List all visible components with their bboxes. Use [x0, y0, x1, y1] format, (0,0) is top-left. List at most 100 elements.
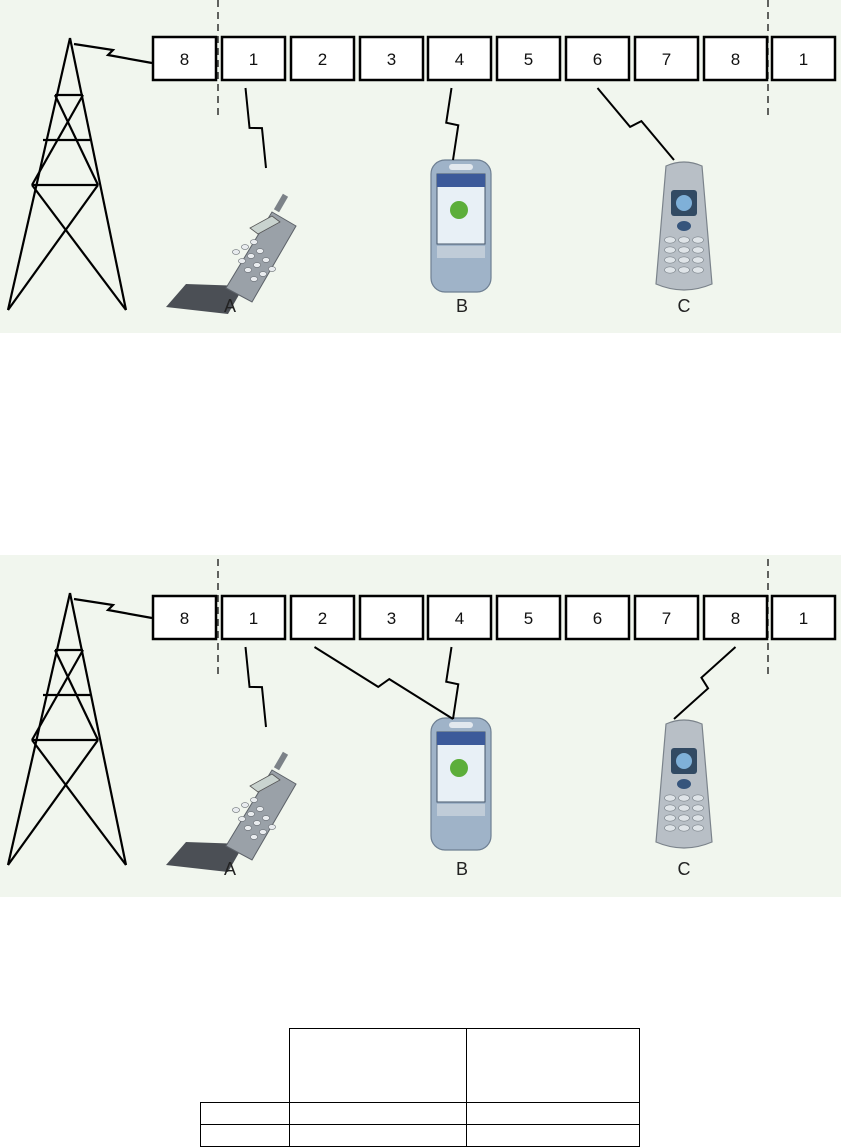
table-cell [466, 1102, 640, 1125]
time-slot: 5 [495, 35, 562, 82]
radio-link-line [445, 646, 460, 720]
time-slot-box [633, 594, 700, 641]
flip-key [250, 276, 258, 282]
time-slot-number: 4 [455, 609, 464, 628]
tower-strut [7, 184, 99, 311]
radio-link-line [313, 646, 454, 720]
time-slot: 3 [358, 35, 425, 82]
flip-key [241, 802, 249, 808]
time-slot: 5 [495, 594, 562, 641]
time-slot: 1 [770, 35, 837, 82]
flip-key [232, 807, 240, 813]
bar-screen-globe [676, 195, 692, 211]
flip-key [232, 249, 240, 255]
table-cell [200, 1102, 290, 1125]
bar-key [692, 236, 704, 244]
candybar-phone-icon [655, 719, 713, 849]
radio-link-line [244, 87, 267, 169]
time-slot: 7 [633, 35, 700, 82]
flip-antenna [273, 193, 289, 213]
time-slot-box [495, 35, 562, 82]
table-cell [289, 1028, 467, 1103]
time-slot: 2 [289, 35, 356, 82]
bar-key [678, 804, 690, 812]
time-slot-box [289, 35, 356, 82]
time-slot-number: 2 [318, 50, 327, 69]
flip-antenna [273, 751, 289, 771]
time-slot-number: 5 [524, 50, 533, 69]
time-slot: 8 [702, 594, 769, 641]
time-slot-box [702, 594, 769, 641]
table-cell [289, 1124, 467, 1147]
time-slot-number: 3 [387, 50, 396, 69]
pda-screen-header [437, 732, 485, 745]
flip-key [250, 239, 258, 245]
bar-key [692, 246, 704, 254]
flip-key [262, 257, 270, 263]
table-row [200, 1028, 640, 1103]
pda-logo [450, 759, 468, 777]
time-slot-box [426, 594, 493, 641]
time-slot-number: 3 [387, 609, 396, 628]
flip-key [256, 248, 264, 254]
bar-nav-key [677, 221, 691, 231]
time-slot: 4 [426, 35, 493, 82]
time-slot-box [151, 594, 218, 641]
time-slot: 8 [151, 35, 218, 82]
time-slot: 8 [702, 35, 769, 82]
flip-key [253, 820, 261, 826]
time-slot-box [220, 594, 287, 641]
bar-key [692, 256, 704, 264]
pda-speaker [449, 164, 473, 170]
time-slot-number: 6 [593, 50, 602, 69]
bar-nav-key [677, 779, 691, 789]
tower-icon [6, 592, 153, 866]
time-slot: 3 [358, 594, 425, 641]
time-slot-number: 5 [524, 609, 533, 628]
time-slot-box [770, 594, 837, 641]
table-cell [200, 1124, 290, 1147]
time-slot-box [289, 594, 356, 641]
time-slot-box [564, 35, 631, 82]
flip-screen [249, 773, 281, 793]
flip-phone-icon [166, 751, 297, 872]
tower-signal-line [73, 597, 153, 620]
flip-key [268, 266, 276, 272]
time-slot-number: 1 [249, 609, 258, 628]
flip-key [247, 811, 255, 817]
time-slot: 6 [564, 35, 631, 82]
flip-cover [166, 284, 244, 314]
bar-screen-globe [676, 753, 692, 769]
time-slot-number: 7 [662, 50, 671, 69]
tower-icon [6, 37, 153, 311]
pda-keypad [437, 246, 485, 258]
candybar-phone-icon [655, 161, 713, 291]
pda-phone-icon [430, 159, 492, 293]
time-slot-number: 8 [180, 50, 189, 69]
bar-key [664, 246, 676, 254]
phone-label: B [456, 859, 468, 879]
flip-body [225, 769, 297, 861]
time-slot-number: 1 [799, 609, 808, 628]
time-slot: 4 [426, 594, 493, 641]
bar-key [664, 804, 676, 812]
radio-link-line [596, 87, 675, 161]
tower-strut [7, 739, 99, 866]
table-cell [289, 1102, 467, 1125]
time-slot-number: 7 [662, 609, 671, 628]
table-row [200, 1102, 640, 1125]
flip-key [268, 824, 276, 830]
time-slot: 7 [633, 594, 700, 641]
phone-label: A [224, 296, 236, 316]
empty-table [200, 1028, 640, 1147]
pda-phone-icon [430, 717, 492, 851]
flip-key [256, 806, 264, 812]
time-slot: 1 [220, 35, 287, 82]
pda-screen-header [437, 174, 485, 187]
time-slot: 8 [151, 594, 218, 641]
time-slot-box [151, 35, 218, 82]
pda-keypad [437, 804, 485, 816]
table-cell [200, 1028, 290, 1103]
flip-key [241, 244, 249, 250]
